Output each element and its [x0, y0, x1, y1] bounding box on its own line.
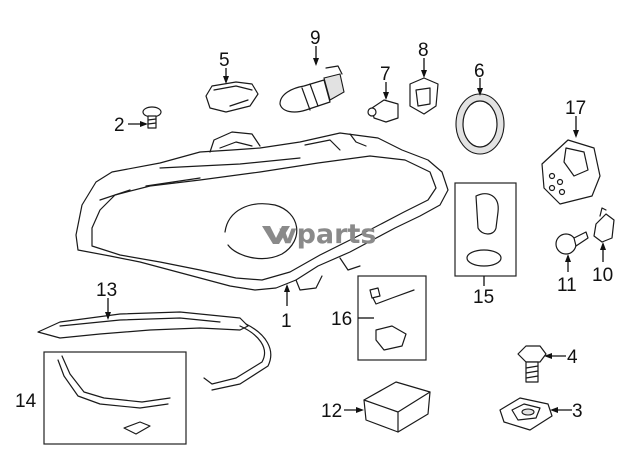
- callout-16: 16: [331, 309, 352, 330]
- callout-15: 15: [473, 287, 494, 308]
- callout-4: 4: [567, 347, 578, 368]
- bolt-part-4: [517, 345, 547, 383]
- callout-6: 6: [474, 61, 485, 82]
- callout-labels: 1 2 3 4 5 6 7 8 9 10 11 12 13 14 15 16 1…: [15, 28, 613, 422]
- module-box-part-12: [363, 381, 431, 433]
- bracket-part-13: [37, 311, 272, 391]
- callout-17: 17: [565, 98, 586, 119]
- small-bulb-part-11: [555, 231, 589, 255]
- callout-5: 5: [219, 50, 230, 71]
- cap-part-5: [205, 81, 259, 113]
- bulb-socket-part-7: [367, 99, 399, 123]
- callout-13: 13: [96, 280, 117, 301]
- detail-box-part-14: [43, 351, 187, 445]
- callout-3: 3: [572, 401, 583, 422]
- leader-lines: [105, 46, 606, 413]
- callout-1: 1: [281, 311, 292, 332]
- seal-ring-part-6: [455, 93, 505, 155]
- callout-7: 7: [380, 64, 391, 85]
- screw-part-2: [142, 106, 162, 129]
- callout-9: 9: [310, 28, 321, 49]
- callout-11: 11: [557, 275, 577, 296]
- ballast-part-17: [541, 139, 601, 205]
- callout-2: 2: [114, 115, 125, 136]
- watermark-logo: vparts: [262, 219, 376, 250]
- bulb-part-9: [279, 65, 345, 113]
- bulb-holder-part-8: [409, 77, 439, 115]
- svg-text:vparts: vparts: [279, 219, 376, 250]
- callout-12: 12: [321, 401, 342, 422]
- callout-14: 14: [15, 391, 37, 412]
- callout-10: 10: [592, 265, 613, 286]
- headlamp-assembly: [75, 131, 449, 291]
- callout-8: 8: [418, 40, 429, 61]
- connector-part-10: [593, 207, 615, 243]
- gasket-box-part-15: [454, 182, 517, 277]
- clip-nut-part-3: [499, 397, 553, 431]
